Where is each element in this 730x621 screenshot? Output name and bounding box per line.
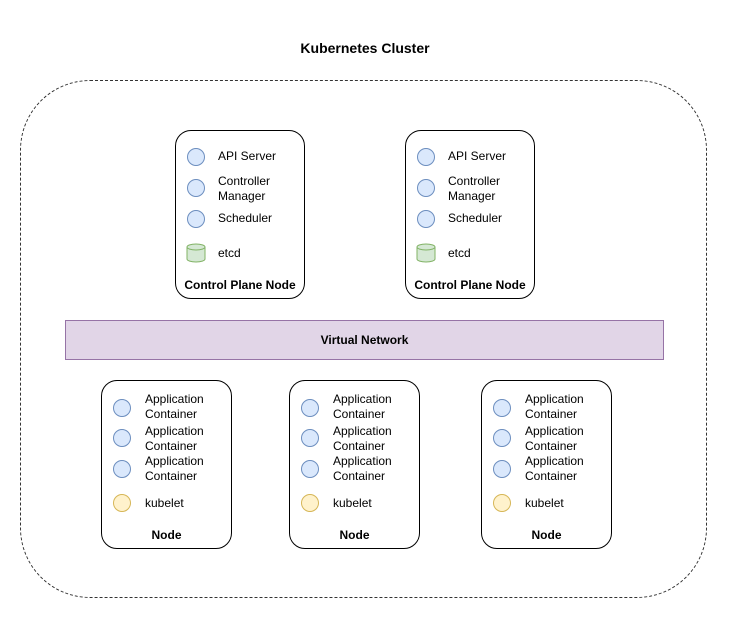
api-server-label: API Server <box>218 149 277 163</box>
container-line2: Container <box>145 439 198 453</box>
container-line2: Container <box>525 407 578 421</box>
container-line1: Application <box>333 392 392 406</box>
container-icon <box>113 460 131 478</box>
container-line2: Container <box>145 407 198 421</box>
application-container-label: Application Container <box>145 454 204 484</box>
container-line2: Container <box>333 407 386 421</box>
container-line2: Container <box>333 439 386 453</box>
worker-node-label: Node <box>339 528 370 542</box>
controller-manager-line1: Controller <box>218 174 271 188</box>
application-container-label: Application Container <box>333 454 392 484</box>
cluster-title: Kubernetes Cluster <box>300 40 430 56</box>
container-line2: Container <box>525 439 578 453</box>
worker-node-label: Node <box>151 528 182 542</box>
worker-node-label: Node <box>531 528 562 542</box>
controller-manager-icon <box>417 179 435 197</box>
container-line1: Application <box>145 424 204 438</box>
container-line1: Application <box>525 454 584 468</box>
application-container-label: Application Container <box>333 392 392 422</box>
container-icon <box>113 399 131 417</box>
kubelet-icon <box>113 494 131 512</box>
application-container-label: Application Container <box>525 392 584 422</box>
api-server-icon <box>417 148 435 166</box>
control-plane-node-2: API Server Controller Manager Scheduler … <box>405 130 535 299</box>
container-line2: Container <box>525 469 578 483</box>
controller-manager-label: Controller Manager <box>448 174 500 204</box>
controller-manager-icon <box>187 179 205 197</box>
etcd-database-icon <box>416 243 436 263</box>
virtual-network: Virtual Network <box>65 320 664 360</box>
container-icon <box>493 460 511 478</box>
scheduler-label: Scheduler <box>448 211 503 225</box>
kubelet-icon <box>493 494 511 512</box>
container-line1: Application <box>333 454 392 468</box>
kubelet-label: kubelet <box>333 496 372 510</box>
container-line2: Container <box>145 469 198 483</box>
virtual-network-label: Virtual Network <box>320 333 409 347</box>
container-icon <box>493 399 511 417</box>
cluster-boundary <box>20 80 707 598</box>
container-line1: Application <box>525 424 584 438</box>
kubelet-label: kubelet <box>145 496 184 510</box>
scheduler-icon <box>187 210 205 228</box>
controller-manager-line1: Controller <box>448 174 501 188</box>
controller-manager-label: Controller Manager <box>218 174 270 204</box>
api-server-label: API Server <box>448 149 507 163</box>
container-icon <box>493 429 511 447</box>
container-icon <box>301 399 319 417</box>
control-plane-node-1: API Server Controller Manager Scheduler … <box>175 130 305 299</box>
worker-node-1: Application Container Application Contai… <box>101 380 232 549</box>
container-line2: Container <box>333 469 386 483</box>
application-container-label: Application Container <box>145 424 204 454</box>
control-plane-node-label: Control Plane Node <box>184 278 296 292</box>
etcd-database-icon <box>186 243 206 263</box>
etcd-label: etcd <box>218 246 241 260</box>
container-icon <box>301 460 319 478</box>
etcd-label: etcd <box>448 246 471 260</box>
application-container-label: Application Container <box>333 424 392 454</box>
api-server-icon <box>187 148 205 166</box>
kubelet-label: kubelet <box>525 496 564 510</box>
worker-node-2: Application Container Application Contai… <box>289 380 420 549</box>
container-line1: Application <box>145 454 204 468</box>
controller-manager-line2: Manager <box>448 189 496 203</box>
container-line1: Application <box>145 392 204 406</box>
application-container-label: Application Container <box>525 454 584 484</box>
application-container-label: Application Container <box>525 424 584 454</box>
container-icon <box>301 429 319 447</box>
application-container-label: Application Container <box>145 392 204 422</box>
scheduler-icon <box>417 210 435 228</box>
container-line1: Application <box>333 424 392 438</box>
control-plane-node-label: Control Plane Node <box>414 278 526 292</box>
controller-manager-line2: Manager <box>218 189 266 203</box>
worker-node-3: Application Container Application Contai… <box>481 380 612 549</box>
scheduler-label: Scheduler <box>218 211 273 225</box>
container-icon <box>113 429 131 447</box>
container-line1: Application <box>525 392 584 406</box>
kubelet-icon <box>301 494 319 512</box>
